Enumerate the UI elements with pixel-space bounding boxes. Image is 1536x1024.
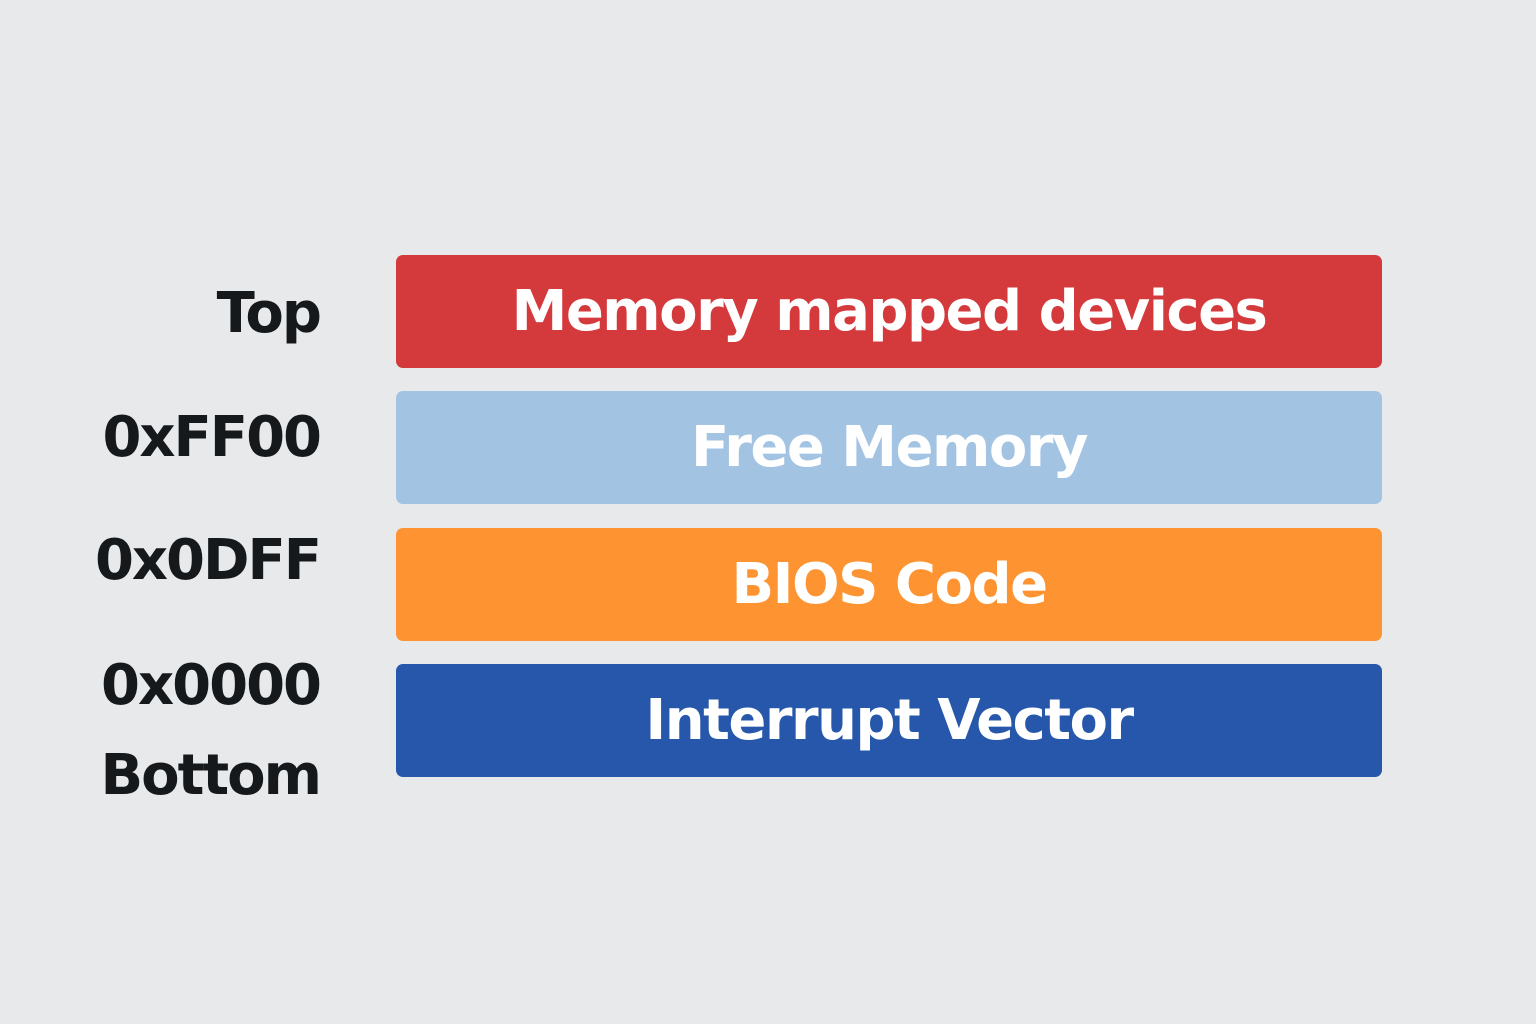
address-label-bottom: Bottom <box>100 743 322 808</box>
region-interrupt-vector: Interrupt Vector <box>396 664 1382 777</box>
address-label-top: Top <box>216 281 322 346</box>
region-memory-mapped-devices: Memory mapped devices <box>396 255 1382 368</box>
region-label: Interrupt Vector <box>645 687 1134 753</box>
address-label-0x0dff: 0x0DFF <box>94 528 322 593</box>
address-label-0x0000: 0x0000 <box>101 653 322 718</box>
region-label: BIOS Code <box>731 551 1048 617</box>
region-free-memory: Free Memory <box>396 391 1382 504</box>
region-label: Free Memory <box>691 414 1088 480</box>
region-bios-code: BIOS Code <box>396 528 1382 641</box>
address-label-0xff00: 0xFF00 <box>102 405 322 470</box>
region-label: Memory mapped devices <box>511 278 1268 344</box>
